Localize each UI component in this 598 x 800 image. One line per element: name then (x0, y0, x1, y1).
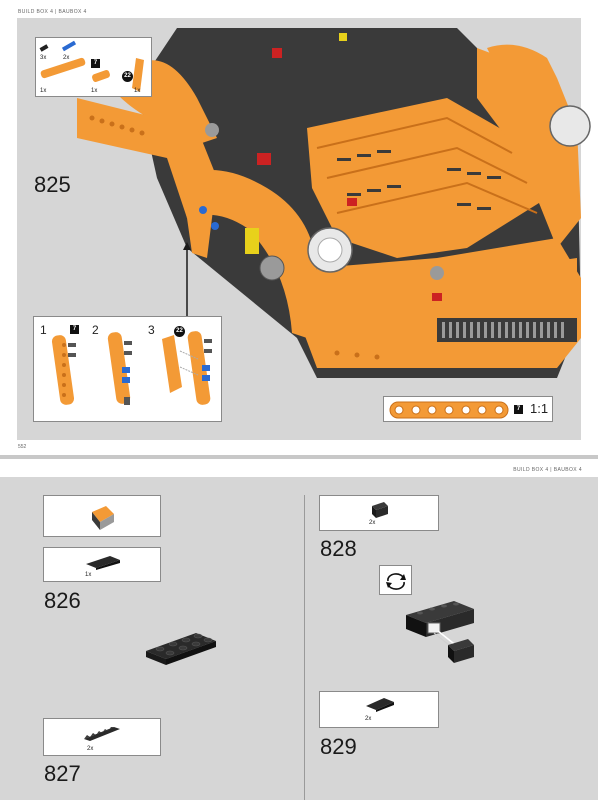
part-qty: 2x (365, 716, 372, 722)
sub-step-number: 2 (92, 323, 99, 337)
part-qty: 1x (85, 572, 92, 578)
parts-list-box: 1x (43, 547, 161, 582)
parts-list-box: 3x 2x 1x 1x 1x 7 22 (35, 37, 152, 97)
instruction-page-bottom: BUILD BOX 4 | BAUBOX 4 1x 826 2x (0, 459, 598, 800)
page-header: BUILD BOX 4 | BAUBOX 4 (18, 9, 87, 15)
part-qty: 2x (87, 746, 94, 752)
length-badge: 7 (514, 405, 523, 414)
page-number: 552 (18, 444, 27, 450)
plate-icon (86, 556, 120, 570)
page-divider (0, 455, 598, 459)
subassembly-icon (92, 506, 114, 530)
column-divider (304, 495, 305, 800)
part-qty: 2x (369, 520, 376, 526)
step-number: 826 (44, 588, 81, 613)
plate-build-illustration (146, 633, 216, 665)
length-badge: 22 (174, 326, 185, 337)
parts-list-box: 2x (319, 691, 439, 728)
length-badge: 7 (91, 59, 100, 68)
scale-reference-box: 7 1:1 (383, 396, 553, 422)
step-number: 825 (34, 172, 71, 197)
scale-label: 1:1 (530, 401, 549, 416)
step-number: 829 (320, 734, 357, 759)
step-number: 828 (320, 536, 357, 561)
length-badge: 7 (70, 325, 79, 334)
scale-beam-illustration (389, 401, 509, 419)
part-qty: 2x (63, 55, 70, 61)
instruction-page-top: BUILD BOX 4 | BAUBOX 4 (17, 9, 591, 450)
rack-icon (84, 727, 120, 741)
step-number: 827 (44, 761, 81, 786)
bracket-build-illustration (406, 601, 474, 663)
sub-steps-box: 1 7 2 3 22 (33, 316, 222, 422)
part-qty: 1x (91, 88, 98, 94)
parts-list-box: 2x (319, 495, 439, 531)
part-qty: 3x (40, 55, 47, 61)
part-qty: 1x (134, 88, 141, 94)
bracket-icon (372, 502, 388, 518)
rotate-arrows-icon (386, 573, 406, 590)
sub-step-illustrations (51, 331, 212, 405)
sub-step-number: 1 (40, 323, 47, 337)
part-qty: 1x (40, 88, 47, 94)
parts-list-box: 2x (43, 718, 161, 756)
sub-step-number: 3 (148, 323, 155, 337)
length-badge: 22 (122, 71, 133, 82)
page-header: BUILD BOX 4 | BAUBOX 4 (513, 467, 582, 473)
plate-icon (366, 698, 394, 712)
subassembly-preview-box (43, 495, 161, 537)
rotate-box (379, 565, 412, 595)
parts-icons (39, 40, 144, 92)
